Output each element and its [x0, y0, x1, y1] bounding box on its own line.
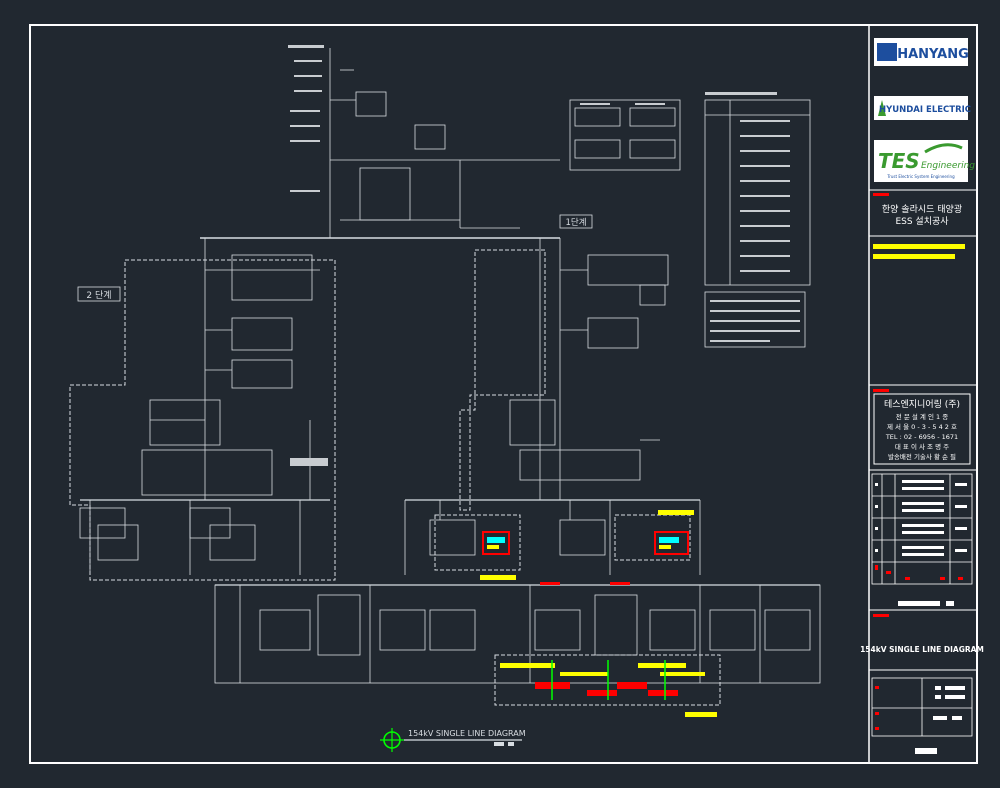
tes-logo-sub: Engineering: [921, 161, 975, 171]
stage-1-label-box: 1단계: [559, 214, 593, 229]
company-line-3: TEL : 02 - 6956 - 1671: [885, 433, 958, 441]
drawing-label-text: 154kV SINGLE LINE DIAGRAM: [408, 729, 526, 738]
cad-text-placeholders: [288, 45, 800, 466]
company-line-4: 대 표 이 사 조 명 주: [895, 442, 949, 451]
company-line-5: 발송배전 기술사 황 순 필: [888, 452, 956, 461]
highlight-marks: [480, 510, 717, 717]
stage-2-label: 2 단계: [86, 289, 111, 301]
revision-clouds: [69, 249, 721, 706]
stage-2-label-box: 2 단계: [77, 286, 121, 302]
single-line-diagram: [79, 48, 821, 684]
hanyang-logo-mark: [877, 43, 897, 61]
project-name-line2: ESS 설치공사: [895, 215, 949, 227]
tes-logo-swoosh: [924, 143, 963, 154]
tes-logo: [874, 140, 968, 182]
company-line-1: 전 문 설 계 인 1 종: [896, 412, 948, 421]
title-block: HANYANG HYUNDAI ELECTRIC TES Engineering…: [860, 38, 984, 754]
revision-table: [871, 473, 973, 585]
company-name: 테스엔지니어링 (주): [884, 398, 960, 410]
stage-1-label: 1단계: [565, 217, 586, 228]
hyundai-logo-mark: [878, 100, 886, 116]
project-name-line1: 한양 솔라시드 태양광: [882, 203, 962, 215]
drawing-label: 154kV SINGLE LINE DIAGRAM: [380, 728, 526, 752]
drawing-border: [29, 24, 978, 764]
tes-logo-tagline: Trust Electric System Engineering: [886, 174, 955, 179]
drawing-title: 154kV SINGLE LINE DIAGRAM: [860, 645, 984, 654]
hanyang-logo-text: HANYANG: [897, 47, 969, 62]
hyundai-logo: [874, 96, 968, 120]
tes-logo-text: TES: [878, 149, 920, 173]
company-stamp: [873, 393, 971, 465]
company-line-2: 제 서 울 0 - 3 - 5 4 2 호: [887, 422, 957, 431]
hyundai-logo-text: HYUNDAI ELECTRIC: [879, 105, 971, 115]
